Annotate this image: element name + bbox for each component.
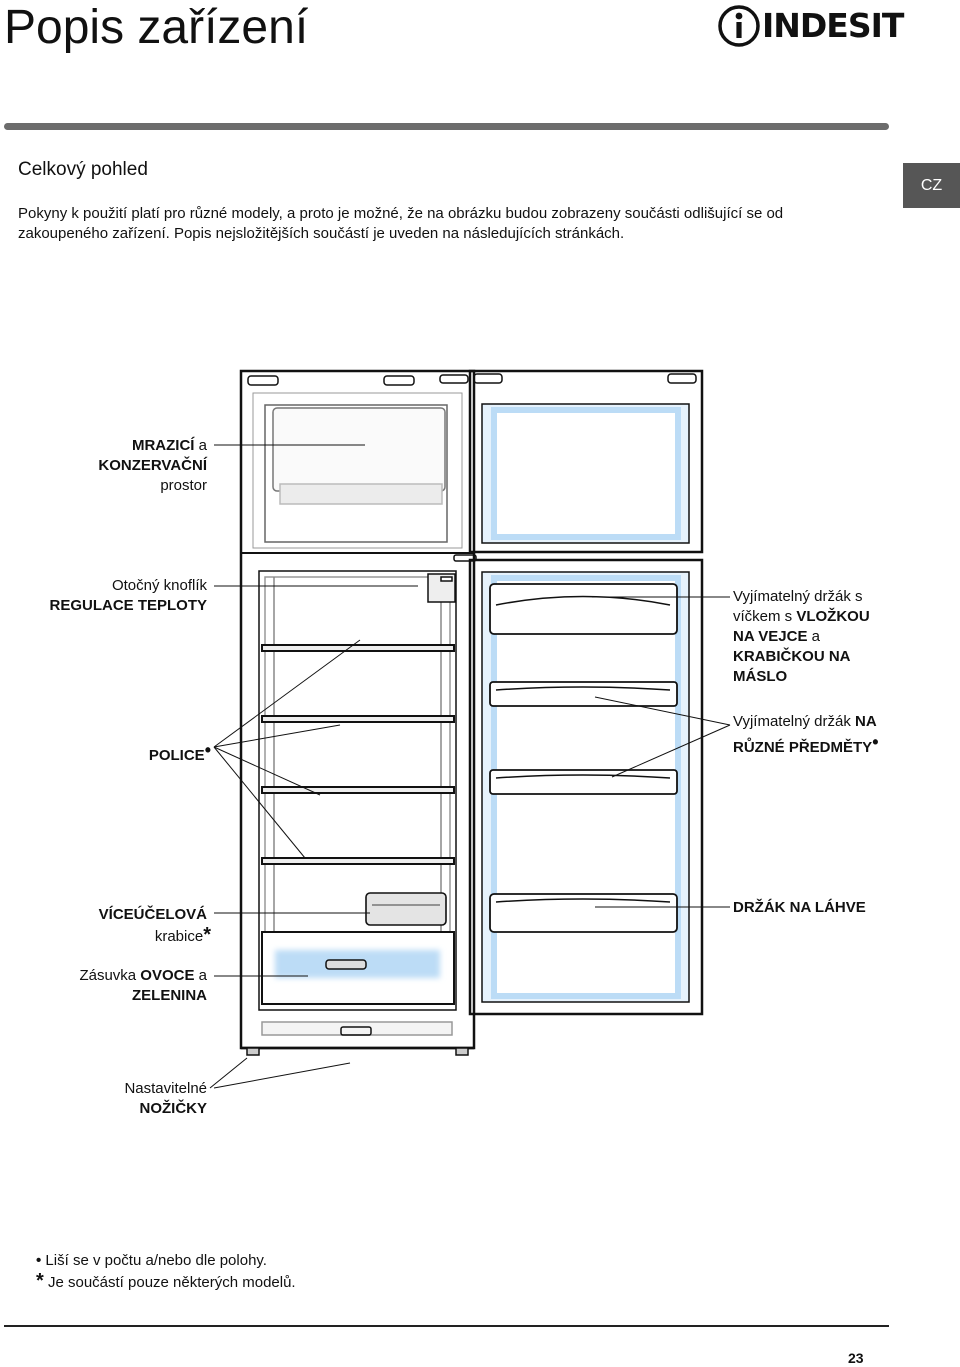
page-number: 23 — [848, 1350, 864, 1366]
label-bottle-shelf: DRŽÁK NA LÁHVE — [733, 899, 866, 916]
intro-paragraph: Pokyny k použití platí pro různé modely,… — [18, 204, 878, 244]
label-egg-tray: Vyjímatelný držák s víčkem s VLOŽKOU NA … — [733, 588, 870, 685]
shelf-2 — [261, 715, 455, 723]
leader-lines — [209, 444, 731, 1089]
door-shelf-1 — [489, 681, 678, 707]
label-crisper: Zásuvka OVOCE a ZELENINA — [79, 967, 207, 1004]
label-feet: Nastavitelné NOŽIČKY — [124, 1080, 207, 1117]
label-multibox: VÍCEÚČELOVÁ krabice* — [98, 906, 211, 946]
page-title: Popis zařízení — [4, 1, 309, 54]
section-heading: Celkový pohled — [18, 159, 148, 180]
label-door-shelf: Vyjímatelný držák NA RŮZNÉ PŘEDMĚTY• — [733, 713, 879, 756]
freezer-door — [468, 369, 704, 554]
brand-logo: INDESIT — [718, 2, 904, 50]
shelf-1 — [261, 644, 455, 652]
indesit-logo-icon — [718, 5, 760, 47]
fridge-door — [468, 558, 704, 1016]
brand-name: INDESIT — [762, 6, 904, 45]
label-shelves: POLICE• — [148, 740, 211, 764]
shelf-3 — [261, 786, 455, 794]
label-freezer: MRAZICÍ a KONZERVAČNÍ prostor — [98, 437, 207, 494]
egg-tray — [489, 583, 678, 635]
intro-line-2: zakoupeného zařízení. Popis nejsložitějš… — [18, 225, 625, 242]
footnote-bullet: • Liší se v počtu a/nebo dle polohy. — [36, 1252, 267, 1269]
intro-line-1: Pokyny k použití platí pro různé modely,… — [18, 205, 784, 222]
language-tab[interactable]: CZ — [903, 163, 960, 208]
door-shelf-2 — [489, 769, 678, 795]
footer-rule — [4, 1325, 889, 1327]
shelf-4 — [261, 857, 455, 865]
bottle-shelf — [489, 893, 678, 933]
footnote-star: * Je součástí pouze některých modelů. — [36, 1270, 296, 1292]
multipurpose-box — [365, 892, 447, 926]
label-thermostat: Otočný knoflík REGULACE TEPLOTY — [49, 577, 207, 614]
header-rule — [4, 123, 889, 130]
